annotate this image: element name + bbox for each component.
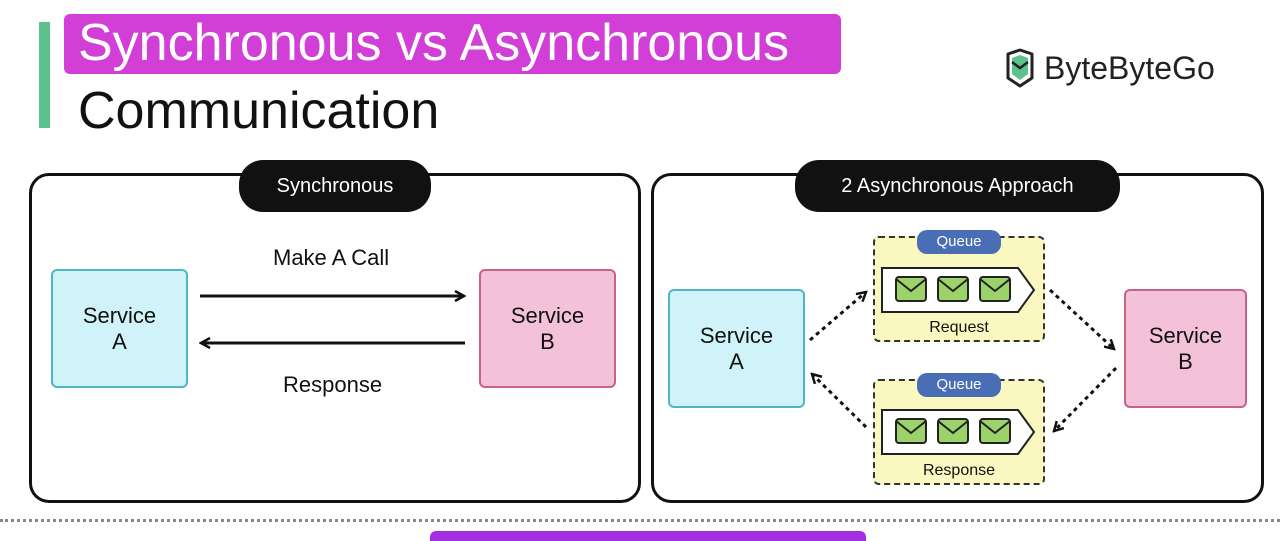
- envelope-icon: [895, 276, 927, 302]
- section-divider: [0, 519, 1280, 522]
- response-label: Response: [283, 372, 383, 397]
- title-accent-bar: [39, 22, 50, 128]
- a-to-request-arrow: [809, 292, 866, 342]
- async-service-a: Service A: [668, 289, 805, 408]
- brand-logo: ByteByteGo: [1004, 46, 1215, 90]
- b-to-response-arrow: [1054, 366, 1118, 431]
- envelope-icon: [937, 276, 969, 302]
- page-title: Synchronous vs Asynchronous: [78, 14, 790, 72]
- envelope-icon: [937, 418, 969, 444]
- envelope-icon: [979, 418, 1011, 444]
- brand-name: ByteByteGo: [1044, 49, 1215, 86]
- request-to-b-arrow: [1048, 288, 1114, 349]
- bytebytego-logo-icon: [1006, 48, 1034, 88]
- title-highlight: [64, 14, 841, 74]
- sync-heading: Synchronous: [239, 160, 431, 212]
- sync-service-a: Service A: [51, 269, 188, 388]
- async-heading: 2 Asynchronous Approach: [795, 160, 1120, 212]
- next-section-strip: [430, 531, 866, 541]
- response-queue-caption: Response: [922, 462, 996, 479]
- request-queue-tag: Queue: [917, 230, 1001, 254]
- envelope-icon: [895, 418, 927, 444]
- make-call-label: Make A Call: [273, 245, 390, 270]
- envelope-icon: [979, 276, 1011, 302]
- async-service-b: Service B: [1124, 289, 1247, 408]
- request-queue-caption: Request: [929, 319, 989, 336]
- sync-service-b: Service B: [479, 269, 616, 388]
- response-queue-tag: Queue: [917, 373, 1001, 397]
- page-subtitle: Communication: [78, 82, 440, 140]
- response-to-a-arrow: [812, 374, 868, 429]
